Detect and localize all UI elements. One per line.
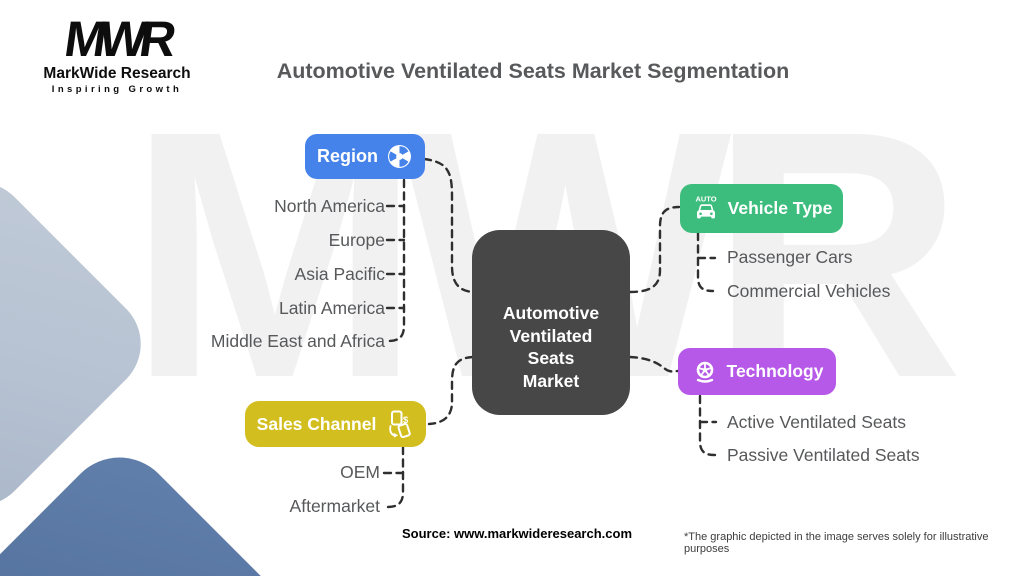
wheel-icon (696, 361, 713, 383)
region-item-europe: Europe (328, 230, 385, 250)
disclaimer-text: *The graphic depicted in the image serve… (684, 531, 989, 555)
page-title: Automotive Ventilated Seats Market Segme… (276, 59, 790, 83)
connector-sales-items (385, 445, 405, 509)
car-icon-caption: AUTO (695, 194, 716, 203)
connector-center-vehicle (628, 205, 681, 294)
connector-center-sales (427, 355, 475, 426)
globe-icon (388, 145, 411, 168)
technology-item-active: Active Ventilated Seats (727, 412, 906, 432)
connector-center-technology (628, 355, 680, 373)
svg-text:$: $ (403, 415, 409, 426)
vehicle-item-commercial-vehicles: Commercial Vehicles (727, 281, 891, 301)
brand-logo: MWR MarkWide Research Inspiring Growth (28, 11, 206, 95)
center-node-line: Seats (527, 348, 575, 368)
branch-label: Technology (726, 361, 824, 381)
branch-node-sales-channel: Sales Channel $ (245, 401, 426, 447)
branch-node-technology: Technology (678, 348, 836, 395)
mobile-payment-icon: $ (389, 410, 412, 439)
connector-region-items (386, 178, 406, 343)
logo-name: MarkWide Research (43, 65, 191, 82)
branch-node-vehicle-type: AUTO Vehicle Type (680, 184, 843, 233)
source-text: Source: www.markwideresearch.com (402, 526, 633, 541)
logo-monogram: MWR (61, 11, 173, 67)
vehicle-item-passenger-cars: Passenger Cars (727, 247, 853, 267)
center-node-line: Market (522, 370, 580, 391)
region-item-north-america: North America (274, 196, 385, 216)
branch-label: Vehicle Type (727, 198, 833, 218)
sales-item-oem: OEM (340, 462, 380, 482)
logo-tagline: Inspiring Growth (51, 84, 183, 95)
car-icon: AUTO (695, 194, 716, 218)
connector-technology-items (698, 394, 717, 457)
center-node-market: Automotive Ventilated Seats Market (472, 230, 630, 415)
region-item-latin-america: Latin America (278, 298, 385, 318)
branch-node-region: Region (305, 134, 425, 179)
connector-vehicle-items (696, 231, 715, 293)
branch-label: Sales Channel (256, 413, 377, 434)
center-node-line: Ventilated (509, 325, 593, 346)
region-item-middle-east-africa: Middle East and Africa (210, 331, 385, 351)
connector-region-center (422, 157, 475, 294)
sales-item-aftermarket: Aftermarket (289, 496, 380, 516)
center-node-line: Automotive (502, 303, 600, 323)
technology-item-passive: Passive Ventilated Seats (727, 445, 920, 465)
branch-label: Region (317, 146, 378, 166)
region-item-asia-pacific: Asia Pacific (294, 264, 385, 284)
